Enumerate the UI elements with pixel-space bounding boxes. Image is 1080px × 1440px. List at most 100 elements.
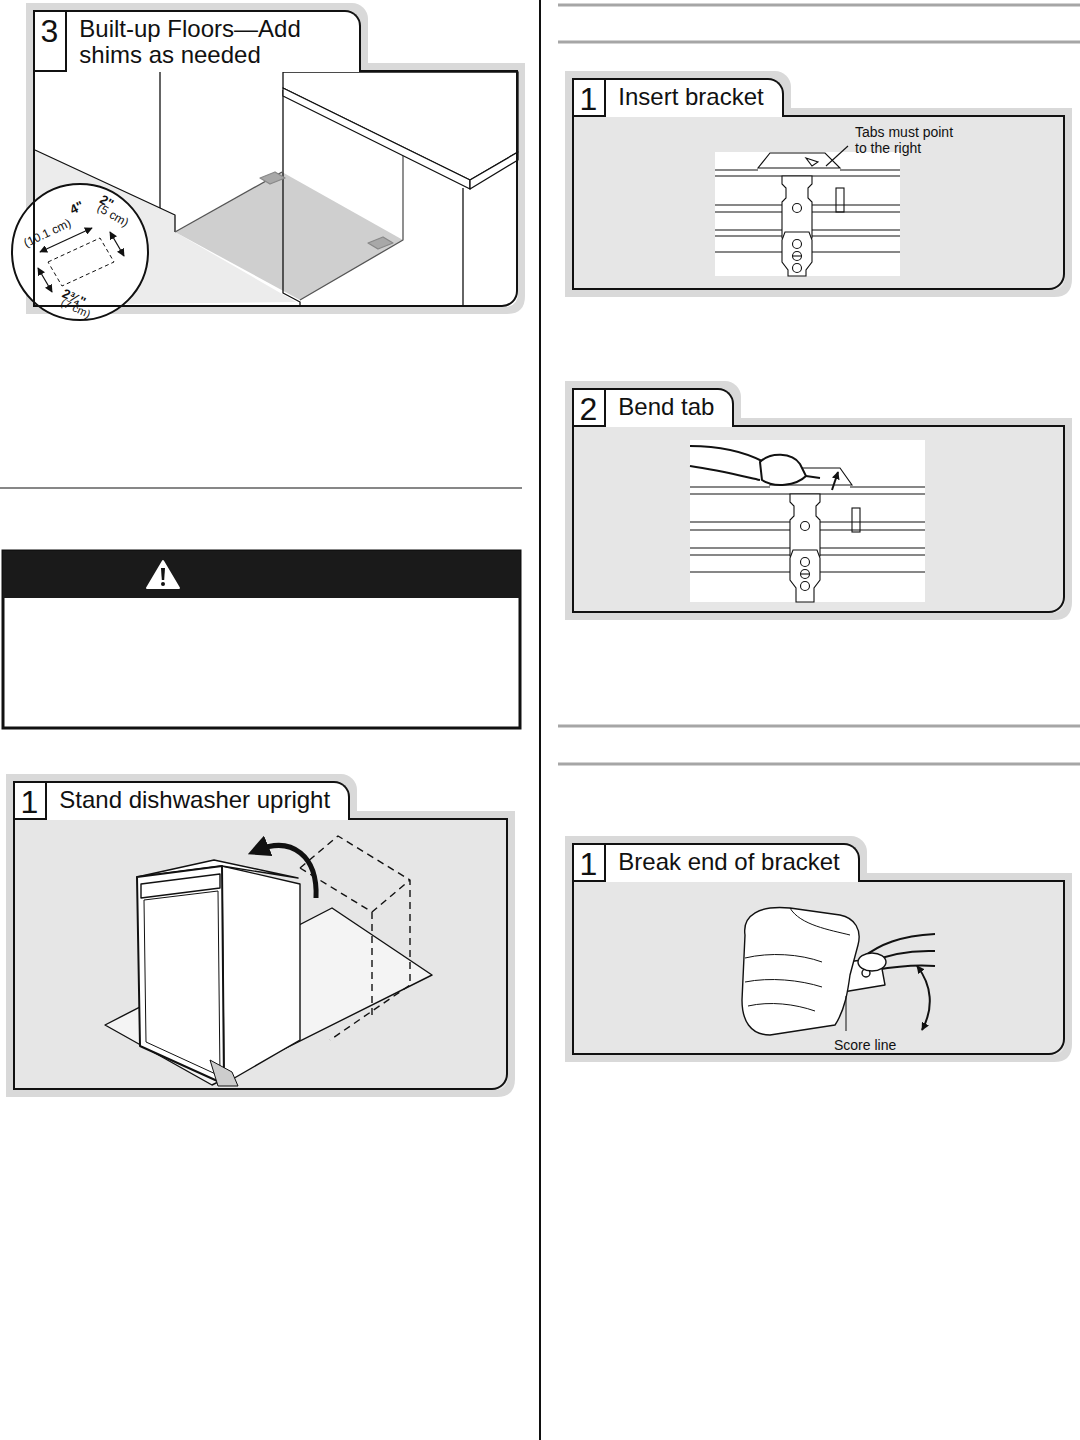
- finger-lines: [745, 908, 850, 1011]
- step-heading-tab: 1Stand dishwasher upright: [13, 781, 351, 820]
- frame-lip: [758, 153, 840, 168]
- panel-ground: [13, 818, 508, 1090]
- hole-mark: [793, 255, 801, 256]
- warning-triangle: [147, 561, 179, 588]
- bracket-upper: [790, 494, 820, 556]
- panel-halo: [565, 108, 1072, 297]
- warning-header: [3, 551, 520, 598]
- step-panel: 3Built-up Floors—Add shims as needed: [33, 70, 518, 307]
- break-bracket-drawing: [742, 907, 935, 1035]
- dimension-label: (10.1 cm): [21, 216, 73, 250]
- pliers-jaw: [760, 455, 806, 485]
- warning-exclamation: [161, 582, 165, 586]
- mounting-bracket: [790, 494, 820, 602]
- dimension-arrow: [38, 268, 52, 292]
- step-number: 1: [15, 783, 48, 820]
- panel-grounds: [6, 63, 1072, 1097]
- shim-outline: [48, 238, 114, 286]
- bracket-tab: [806, 158, 818, 166]
- dimension-label: 4": [67, 198, 85, 217]
- column-divider: [539, 0, 541, 1440]
- bracket-hole: [793, 240, 802, 249]
- bracket-hole: [801, 570, 810, 579]
- warning-box: [3, 551, 520, 728]
- callout-label: Tabs must point to the right: [855, 124, 963, 156]
- mounting-bracket: [782, 158, 818, 276]
- dimension-arrow: [110, 232, 124, 256]
- bracket-hole: [793, 264, 802, 273]
- section-rule: [558, 41, 1080, 44]
- cabinet-edge: [159, 72, 160, 208]
- step-title: Insert bracket: [606, 80, 781, 117]
- panel-ground: [572, 425, 1065, 613]
- shim: [368, 237, 393, 249]
- section-rule: [558, 4, 1080, 7]
- panel-halo: [6, 811, 515, 1097]
- step-number: 1: [574, 845, 607, 882]
- hole-mark: [801, 573, 809, 574]
- step-title: Bend tab: [606, 390, 732, 427]
- insert-bracket-drawing: [715, 146, 900, 276]
- countertop: [283, 72, 518, 180]
- step-heading-tab: 1Insert bracket: [572, 78, 784, 117]
- hand: [742, 907, 859, 1035]
- bracket-hole: [801, 522, 810, 531]
- section-rule: [558, 763, 1080, 766]
- image-ground: [715, 152, 900, 276]
- shim: [260, 172, 285, 184]
- image-ground: [690, 440, 925, 602]
- bracket-hole: [801, 582, 810, 591]
- countertop-edge: [283, 88, 470, 189]
- dishwasher-side: [222, 866, 300, 1084]
- step-number: 1: [574, 80, 607, 117]
- door-panel: [144, 891, 220, 1076]
- panel-ground: [572, 880, 1065, 1055]
- bend-arrow: [832, 472, 838, 490]
- leader-line: [826, 146, 848, 166]
- bracket-hole: [793, 204, 802, 213]
- step-panel: 1Stand dishwasher upright: [13, 818, 508, 1090]
- step-panel: 1Break end of bracket: [572, 880, 1065, 1055]
- dishwasher-front: [137, 866, 224, 1084]
- step-title: Break end of bracket: [606, 845, 857, 882]
- bend-arrow: [917, 966, 930, 1030]
- step-title: Built-up Floors—Add shims as needed: [67, 12, 359, 72]
- warning-exclamation: [161, 568, 165, 580]
- rotate-arrow: [258, 846, 316, 898]
- cabinet-edge: [283, 90, 300, 306]
- pliers-handle: [690, 446, 764, 480]
- cabinet-edge: [462, 188, 463, 306]
- frame-slot: [852, 508, 860, 532]
- bracket-hole: [793, 252, 802, 261]
- step-heading-tab: 3Built-up Floors—Add shims as needed: [33, 10, 362, 72]
- countertop-edge: [470, 152, 518, 189]
- section-rule: [0, 487, 522, 488]
- step-number: 2: [574, 390, 607, 427]
- step-heading-tab: 1Break end of bracket: [572, 843, 860, 882]
- panel-halo: [565, 873, 1072, 1062]
- step-title: Stand dishwasher upright: [47, 783, 348, 820]
- leader-line: [846, 996, 847, 1031]
- bracket-upper: [782, 176, 812, 238]
- frame-rail: [715, 169, 900, 170]
- callout-label: Score line: [834, 1037, 896, 1053]
- bracket-lower: [790, 550, 820, 602]
- section-rule: [558, 725, 1080, 728]
- bend-tab-drawing: [690, 440, 925, 602]
- bracket-hole: [801, 558, 810, 567]
- bracket-lower: [782, 232, 812, 276]
- dishwasher-drawing: [105, 836, 432, 1086]
- step-panel: 1Insert bracket: [572, 115, 1065, 290]
- warning-frame: [3, 551, 520, 728]
- dimension-label: (5 cm): [95, 200, 131, 229]
- step-number: 3: [35, 12, 68, 72]
- bent-tab: [806, 476, 820, 478]
- pliers-jaw: [858, 953, 886, 971]
- panel-halo: [565, 418, 1072, 620]
- previous-position: [300, 836, 410, 1040]
- panel-ground: [572, 115, 1065, 290]
